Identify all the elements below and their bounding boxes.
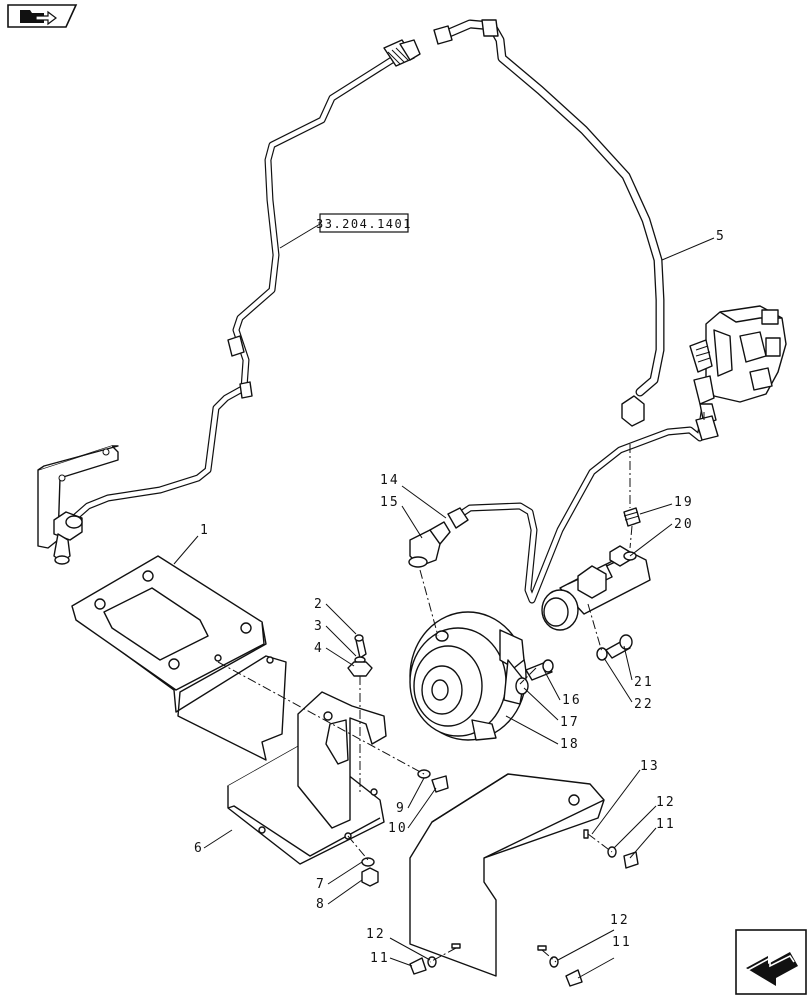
- callout-9: 9: [396, 801, 406, 816]
- callout-19: 19: [674, 495, 694, 510]
- master-cylinder: [541, 545, 651, 631]
- callout-12-right: 12: [656, 795, 676, 810]
- callout-1: 1: [200, 523, 210, 538]
- callout-3: 3: [314, 619, 324, 634]
- protective-cover: [409, 773, 605, 977]
- callout-5: 5: [716, 229, 726, 244]
- washer-17: [515, 677, 529, 695]
- hose-fitting-top: [383, 39, 421, 67]
- callout-6: 6: [194, 841, 204, 856]
- callout-4: 4: [314, 641, 324, 656]
- bolt-16: [525, 659, 554, 681]
- washer-12-bottom: [549, 956, 559, 968]
- reference-label: 33.204.1401: [316, 217, 412, 231]
- elbow-fitting-15: [408, 521, 451, 568]
- callout-18: 18: [560, 737, 580, 752]
- bolt-11-left: [409, 957, 427, 975]
- fitting-19: [623, 507, 641, 527]
- reference-box[interactable]: 33.204.1401: [279, 213, 412, 249]
- brake-hose-5: [433, 19, 665, 427]
- callout-20: 20: [674, 517, 694, 532]
- folder-arrow-icon[interactable]: [7, 4, 78, 28]
- callout-12-left: 12: [366, 927, 386, 942]
- callout-numbers: 1 2 3 4 5 6 7 8 9 10 11 11 11 12 12 12 1…: [194, 229, 726, 966]
- callout-21: 21: [634, 675, 654, 690]
- frame-plate: [71, 555, 287, 761]
- mounting-bracket: [227, 691, 387, 865]
- hose-support-bracket: [37, 445, 119, 565]
- bolt-21: [605, 634, 633, 659]
- brake-pipe-14: [447, 408, 708, 604]
- callout-8: 8: [316, 897, 326, 912]
- callout-11-bottom: 11: [612, 935, 632, 950]
- callout-leaders: [173, 237, 715, 979]
- callout-22: 22: [634, 697, 654, 712]
- bolt-11-right: [623, 851, 639, 869]
- brake-actuator: [409, 611, 527, 741]
- callout-13: 13: [640, 759, 660, 774]
- callout-16: 16: [562, 693, 582, 708]
- washer-22: [596, 647, 608, 661]
- callout-15: 15: [380, 495, 400, 510]
- bolt-2: [354, 634, 367, 659]
- callout-7: 7: [316, 877, 326, 892]
- brake-hose-left: [68, 56, 396, 524]
- nut-8: [361, 867, 379, 887]
- next-page-arrow-icon[interactable]: [735, 929, 807, 995]
- assembly-lines: [217, 412, 705, 963]
- callout-14: 14: [380, 473, 400, 488]
- washer-7: [361, 857, 375, 867]
- callout-11-right: 11: [656, 817, 676, 832]
- callout-12-bottom: 12: [610, 913, 630, 928]
- callout-17: 17: [560, 715, 580, 730]
- bolt-11-bottom: [565, 969, 583, 987]
- callout-10: 10: [388, 821, 408, 836]
- callout-2: 2: [314, 597, 324, 612]
- washer-12-left: [427, 956, 437, 968]
- hose-clip: [227, 335, 253, 399]
- callout-11-left: 11: [370, 951, 390, 966]
